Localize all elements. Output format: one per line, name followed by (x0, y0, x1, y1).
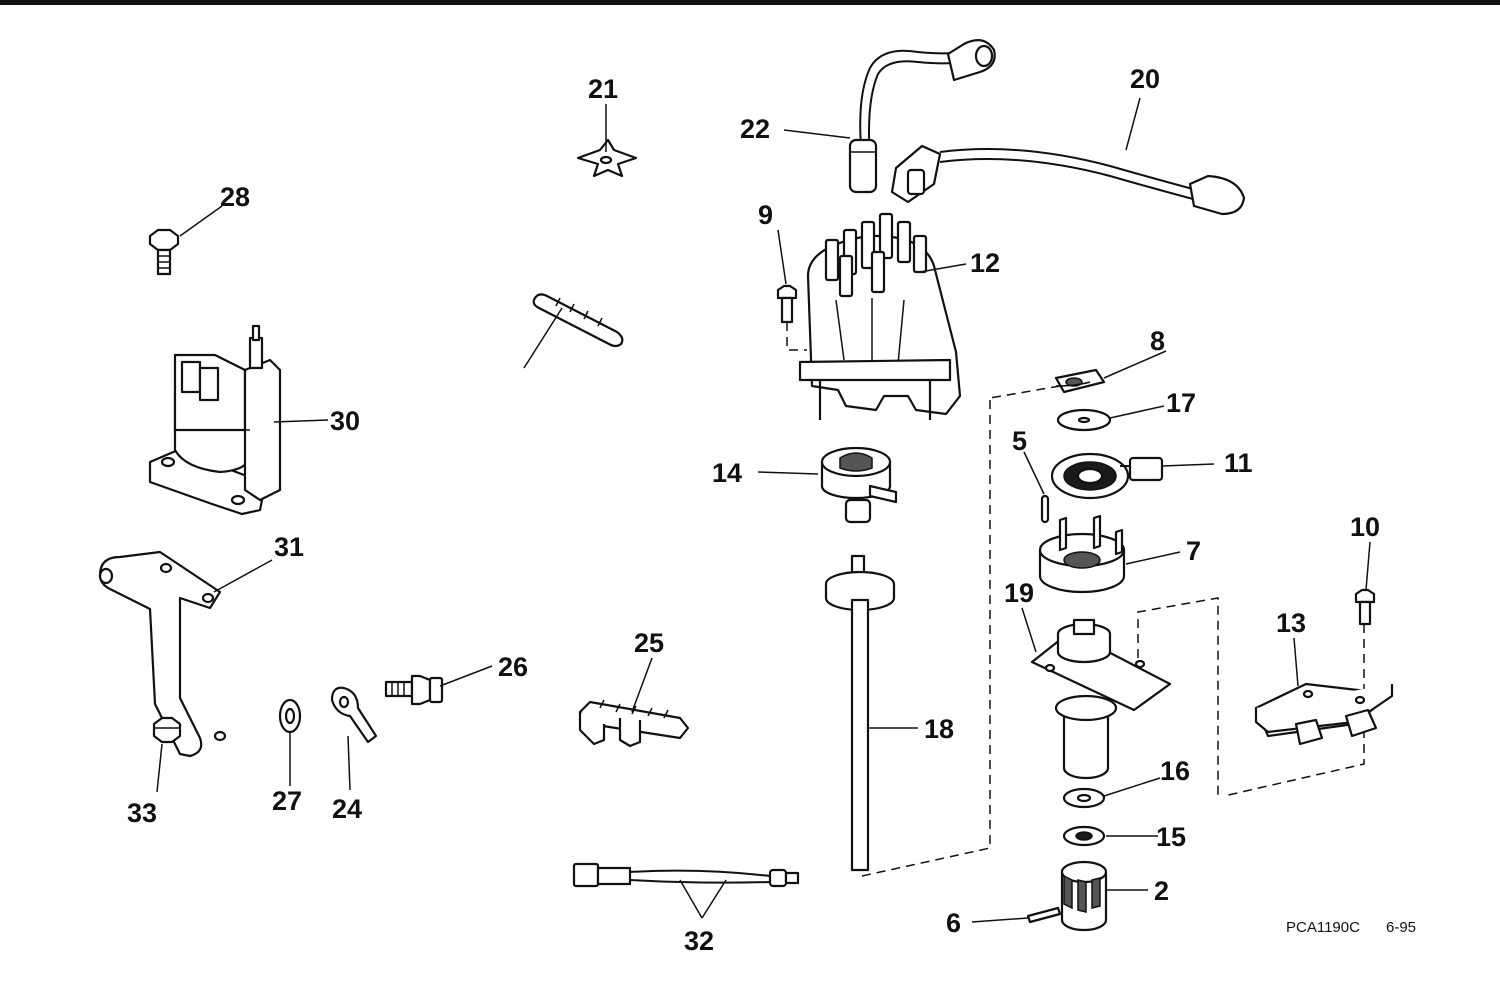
part-labels: 28 30 31 33 27 24 26 21 25 32 22 20 9 12… (127, 64, 1380, 956)
label-27: 27 (272, 786, 302, 816)
label-30: 31 (274, 532, 304, 562)
label-24: 25 (634, 628, 664, 658)
label-15: 15 (1156, 822, 1186, 852)
part-15-washer (1062, 825, 1106, 847)
leader-lines (156, 97, 1371, 923)
label-28: 30 (330, 406, 360, 436)
cap-towers (824, 212, 928, 298)
label-16: 16 (1160, 756, 1190, 786)
part-12-distributor-cap (798, 212, 962, 420)
part-16-washer (1062, 787, 1106, 809)
part-24-clip (578, 699, 690, 748)
part-5-pin (1040, 494, 1050, 524)
label-10: 10 (1350, 512, 1380, 542)
label-31: 32 (684, 926, 714, 956)
label-6: 6 (946, 908, 961, 938)
part-32-nut (152, 716, 182, 744)
label-2: 2 (1154, 876, 1169, 906)
part-11-pickup-coil (1050, 452, 1164, 500)
label-5: 5 (1012, 426, 1027, 456)
part-20-plug-wire (890, 144, 1246, 216)
part-10-screw (1223, 588, 1376, 797)
label-9: 9 (758, 200, 773, 230)
part-23-terminal (330, 686, 378, 744)
label-14: 14 (712, 458, 742, 488)
caption-date: 6-95 (1386, 919, 1416, 936)
part-13-module (1254, 682, 1394, 746)
part-6-roll-pin (1026, 906, 1062, 924)
part-30-bracket (98, 550, 227, 758)
label-7: 7 (1186, 536, 1201, 566)
part-28-ignition-coil (148, 324, 282, 516)
caption-code: PCA1190C (1286, 919, 1360, 936)
label-8: 8 (1150, 326, 1165, 356)
part-14-rotor (820, 446, 898, 524)
top-border (0, 0, 1500, 5)
label-17: 17 (1166, 388, 1196, 418)
part-7-pole-piece (1038, 514, 1126, 594)
part-25-bolt (384, 674, 444, 706)
label-11: 11 (1224, 448, 1253, 478)
part-26-bolt (148, 228, 180, 276)
part-9-screw (776, 284, 807, 351)
part-21-retainer (576, 138, 638, 178)
part-33-clip (532, 293, 624, 348)
part-2-drive-gear (1060, 860, 1108, 932)
part-22-plug-wire (848, 39, 996, 194)
diagram-caption: PCA1190C 6-95 (1286, 919, 1416, 936)
part-27-washer (278, 698, 302, 734)
label-21: 21 (588, 74, 618, 104)
label-25: 26 (498, 652, 528, 682)
part-17-washer (1056, 408, 1112, 432)
part-19-housing (1030, 597, 1219, 798)
label-22: 22 (740, 114, 770, 144)
label-13: 13 (1276, 608, 1306, 638)
label-23: 24 (332, 794, 362, 824)
part-31-harness (572, 862, 800, 888)
label-20: 20 (1130, 64, 1160, 94)
part-18-shaft (824, 398, 991, 877)
label-18: 18 (924, 714, 954, 744)
label-19: 19 (1004, 578, 1034, 608)
label-12: 12 (970, 248, 1000, 278)
label-32: 33 (127, 798, 157, 828)
part-8-gasket (989, 368, 1106, 399)
label-26: 28 (220, 182, 250, 212)
